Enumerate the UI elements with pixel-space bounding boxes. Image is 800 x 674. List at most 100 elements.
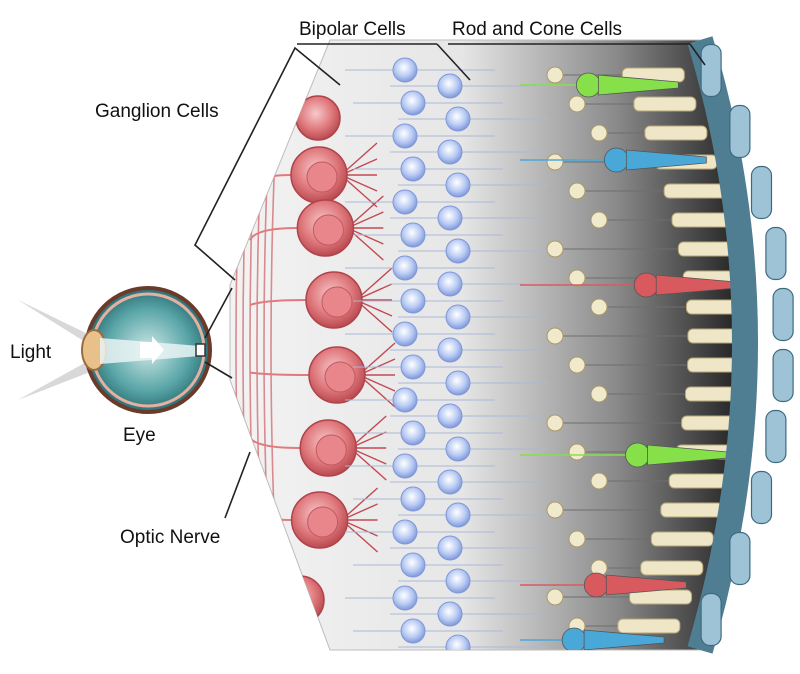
cone-nucleus — [583, 572, 609, 598]
bipolar-cell — [400, 222, 426, 248]
rod-outer-segment — [644, 125, 708, 141]
bipolar-cell — [392, 321, 418, 347]
bipolar-cell — [392, 57, 418, 83]
rod-nucleus — [568, 356, 586, 374]
bipolar-cell — [445, 370, 471, 396]
rod-nucleus — [568, 182, 586, 200]
eye-rim-line-top — [204, 287, 233, 339]
epithelium-cell — [700, 43, 722, 98]
label-ganglion-cells: Ganglion Cells — [95, 101, 219, 122]
rod-nucleus — [590, 472, 608, 490]
bipolar-cell — [400, 354, 426, 380]
optic-nerve-leader — [224, 451, 251, 519]
epithelium-cell — [750, 165, 773, 220]
epithelium-cell — [765, 226, 787, 281]
epithelium-band — [687, 36, 758, 654]
rod-nucleus — [590, 124, 608, 142]
cone-outer-segment — [625, 149, 707, 171]
bipolar-cell — [400, 90, 426, 116]
cone-nucleus — [625, 442, 650, 468]
epithelium-cell — [750, 470, 773, 525]
rod-nucleus — [546, 588, 564, 606]
bipolar-cell — [445, 436, 471, 462]
ganglion-cell-nucleus — [312, 214, 344, 246]
ganglion-cell-nucleus — [306, 161, 338, 193]
bipolar-cell — [400, 288, 426, 314]
cone-nucleus — [575, 72, 601, 98]
bipolar-cell — [445, 172, 471, 198]
cone-outer-segment — [597, 74, 679, 96]
ganglion-axon — [249, 299, 307, 306]
rod-outer-segment — [633, 96, 697, 112]
rod-outer-segment — [663, 183, 727, 199]
rod-nucleus — [546, 240, 564, 258]
bipolar-cell — [392, 453, 418, 479]
bipolar-cell — [437, 535, 463, 561]
retina-layers — [229, 39, 746, 651]
ganglion-cell-nucleus — [324, 361, 356, 393]
bipolar-cell — [437, 337, 463, 363]
pigment-epithelium — [687, 36, 794, 654]
epithelium-cell — [729, 531, 751, 586]
epithelium-cell — [700, 592, 722, 647]
bipolar-cell — [437, 205, 463, 231]
bipolar-cell — [445, 238, 471, 264]
ganglion-cell-nucleus — [315, 434, 347, 466]
bipolar-cell — [445, 106, 471, 132]
rod-outer-segment — [650, 531, 714, 547]
bipolar-cell — [437, 73, 463, 99]
label-light: Light — [10, 342, 52, 363]
bipolar-cell — [392, 123, 418, 149]
bipolar-cell — [437, 601, 463, 627]
rod-outer-segment — [668, 473, 732, 489]
bipolar-cell — [437, 403, 463, 429]
eye-illustration — [18, 286, 212, 414]
ganglion-bracket-line — [194, 46, 341, 281]
cone-outer-segment — [605, 574, 687, 596]
ganglion-cell — [275, 575, 325, 625]
bipolar-cell — [392, 519, 418, 545]
bipolar-cell — [445, 304, 471, 330]
rod-nucleus — [590, 385, 608, 403]
bipolar-cell — [392, 387, 418, 413]
cone-nucleus — [603, 147, 629, 173]
rod-outer-segment — [640, 560, 704, 576]
rod-cone-bracket-line — [448, 43, 706, 66]
rod-outer-segment — [617, 618, 681, 634]
ganglion-axon — [249, 227, 298, 241]
light-ray-upper — [18, 300, 90, 345]
rod-nucleus — [568, 443, 586, 461]
ganglion-axon — [249, 371, 310, 376]
rod-nucleus — [546, 414, 564, 432]
ganglion-cell — [295, 95, 341, 141]
bipolar-cell — [445, 568, 471, 594]
rod-nucleus — [590, 298, 608, 316]
bipolar-cell — [437, 271, 463, 297]
bipolar-cell — [445, 502, 471, 528]
rod-nucleus — [568, 269, 586, 287]
rod-nucleus — [568, 95, 586, 113]
label-eye: Eye — [123, 425, 156, 446]
ganglion-cell-nucleus — [321, 286, 353, 318]
bipolar-cell — [445, 634, 471, 650]
bipolar-cell — [437, 139, 463, 165]
eye-rim-line-bottom — [204, 361, 233, 379]
rod-nucleus — [568, 530, 586, 548]
epithelium-cell — [729, 104, 751, 159]
rod-nucleus — [546, 66, 564, 84]
cone-nucleus — [633, 272, 659, 298]
bipolar-cell — [392, 585, 418, 611]
rod-nucleus — [546, 501, 564, 519]
bipolar-cell — [400, 156, 426, 182]
epithelium-cell — [772, 348, 794, 403]
rod-nucleus — [590, 211, 608, 229]
bipolar-cell — [437, 469, 463, 495]
epithelium-cell — [765, 409, 787, 464]
ganglion-cell-nucleus — [307, 506, 339, 538]
bipolar-cell — [400, 552, 426, 578]
cone-nucleus — [561, 627, 587, 650]
rod-nucleus — [546, 153, 564, 171]
light-arrow — [140, 336, 164, 364]
